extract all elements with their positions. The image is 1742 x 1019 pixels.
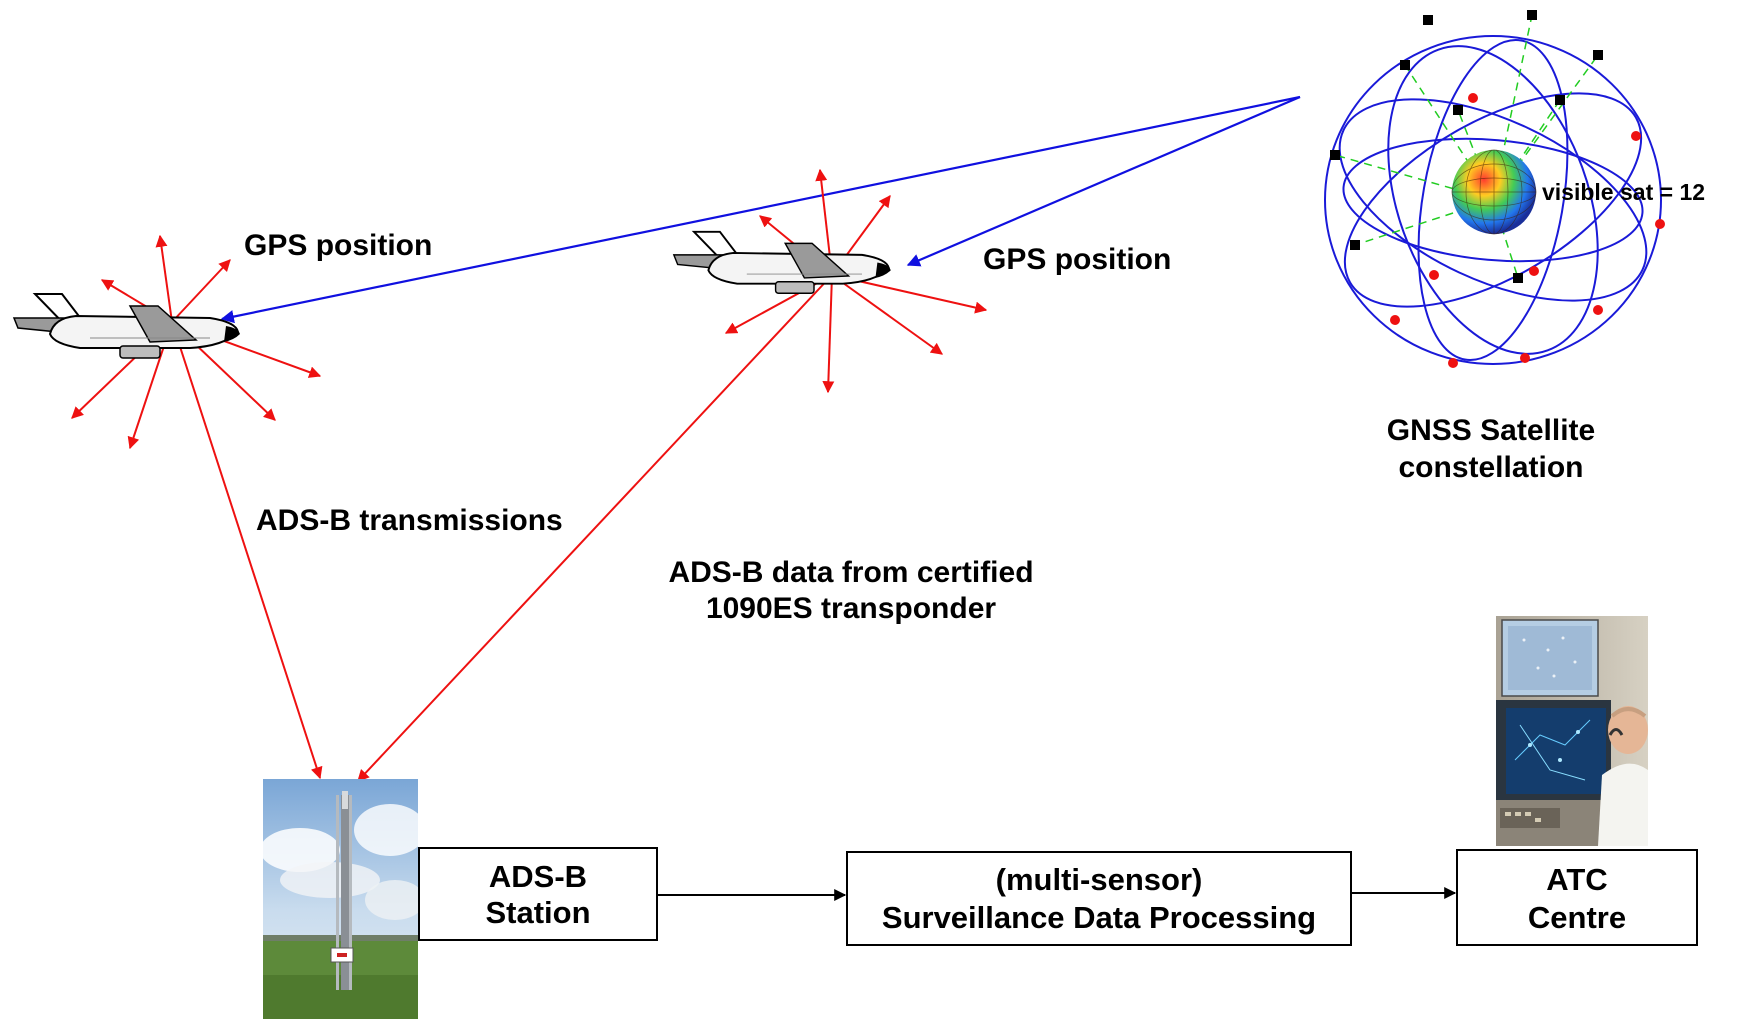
gps-link-to-center-aircraft — [906, 95, 1301, 267]
downlink-center-aircraft — [357, 274, 833, 782]
gps-position-label-left: GPS position — [244, 229, 432, 262]
satellite-markers-red — [1390, 93, 1665, 368]
atc-label-line2: Centre — [1528, 900, 1626, 935]
adsb-data-label-line2: 1090ES transponder — [706, 592, 996, 625]
sdp-label-line2: Surveillance Data Processing — [882, 900, 1316, 935]
adsb-downlinks — [171, 274, 833, 782]
station-label-line2: Station — [485, 895, 590, 930]
satellite-markers-black — [1330, 10, 1603, 283]
gnss-constellation-figure: visible sat = 12 GNSS Satellite constell… — [1324, 10, 1705, 484]
visibility-lines — [1334, 14, 1599, 279]
gps-signal-links — [220, 95, 1301, 324]
airplane-icon — [672, 230, 891, 295]
station-label-line1: ADS-B — [489, 859, 587, 894]
adsb-antenna-photo — [260, 779, 426, 1019]
downlink-left-aircraft — [171, 321, 323, 780]
orbit-rings — [1324, 35, 1662, 365]
gnss-caption-line1: GNSS Satellite — [1387, 414, 1595, 447]
adsb-data-label-line1: ADS-B data from certified — [668, 556, 1033, 589]
sdp-label-line1: (multi-sensor) — [996, 862, 1203, 897]
gps-link-to-left-aircraft — [220, 95, 1301, 324]
gnss-caption-line2: constellation — [1398, 451, 1583, 484]
gps-position-label-right: GPS position — [983, 243, 1171, 276]
atc-centre-box: ATC Centre — [1456, 849, 1698, 946]
atc-controller-photo — [1496, 616, 1648, 846]
surveillance-data-processing-box: (multi-sensor) Surveillance Data Process… — [846, 851, 1352, 946]
airplane-icon — [12, 293, 240, 359]
adsb-station-box: ADS-B Station — [418, 847, 658, 941]
adsb-transmissions-label: ADS-B transmissions — [256, 504, 563, 537]
visible-satellites-label: visible sat = 12 — [1542, 179, 1705, 205]
atc-label-line1: ATC — [1546, 862, 1607, 897]
